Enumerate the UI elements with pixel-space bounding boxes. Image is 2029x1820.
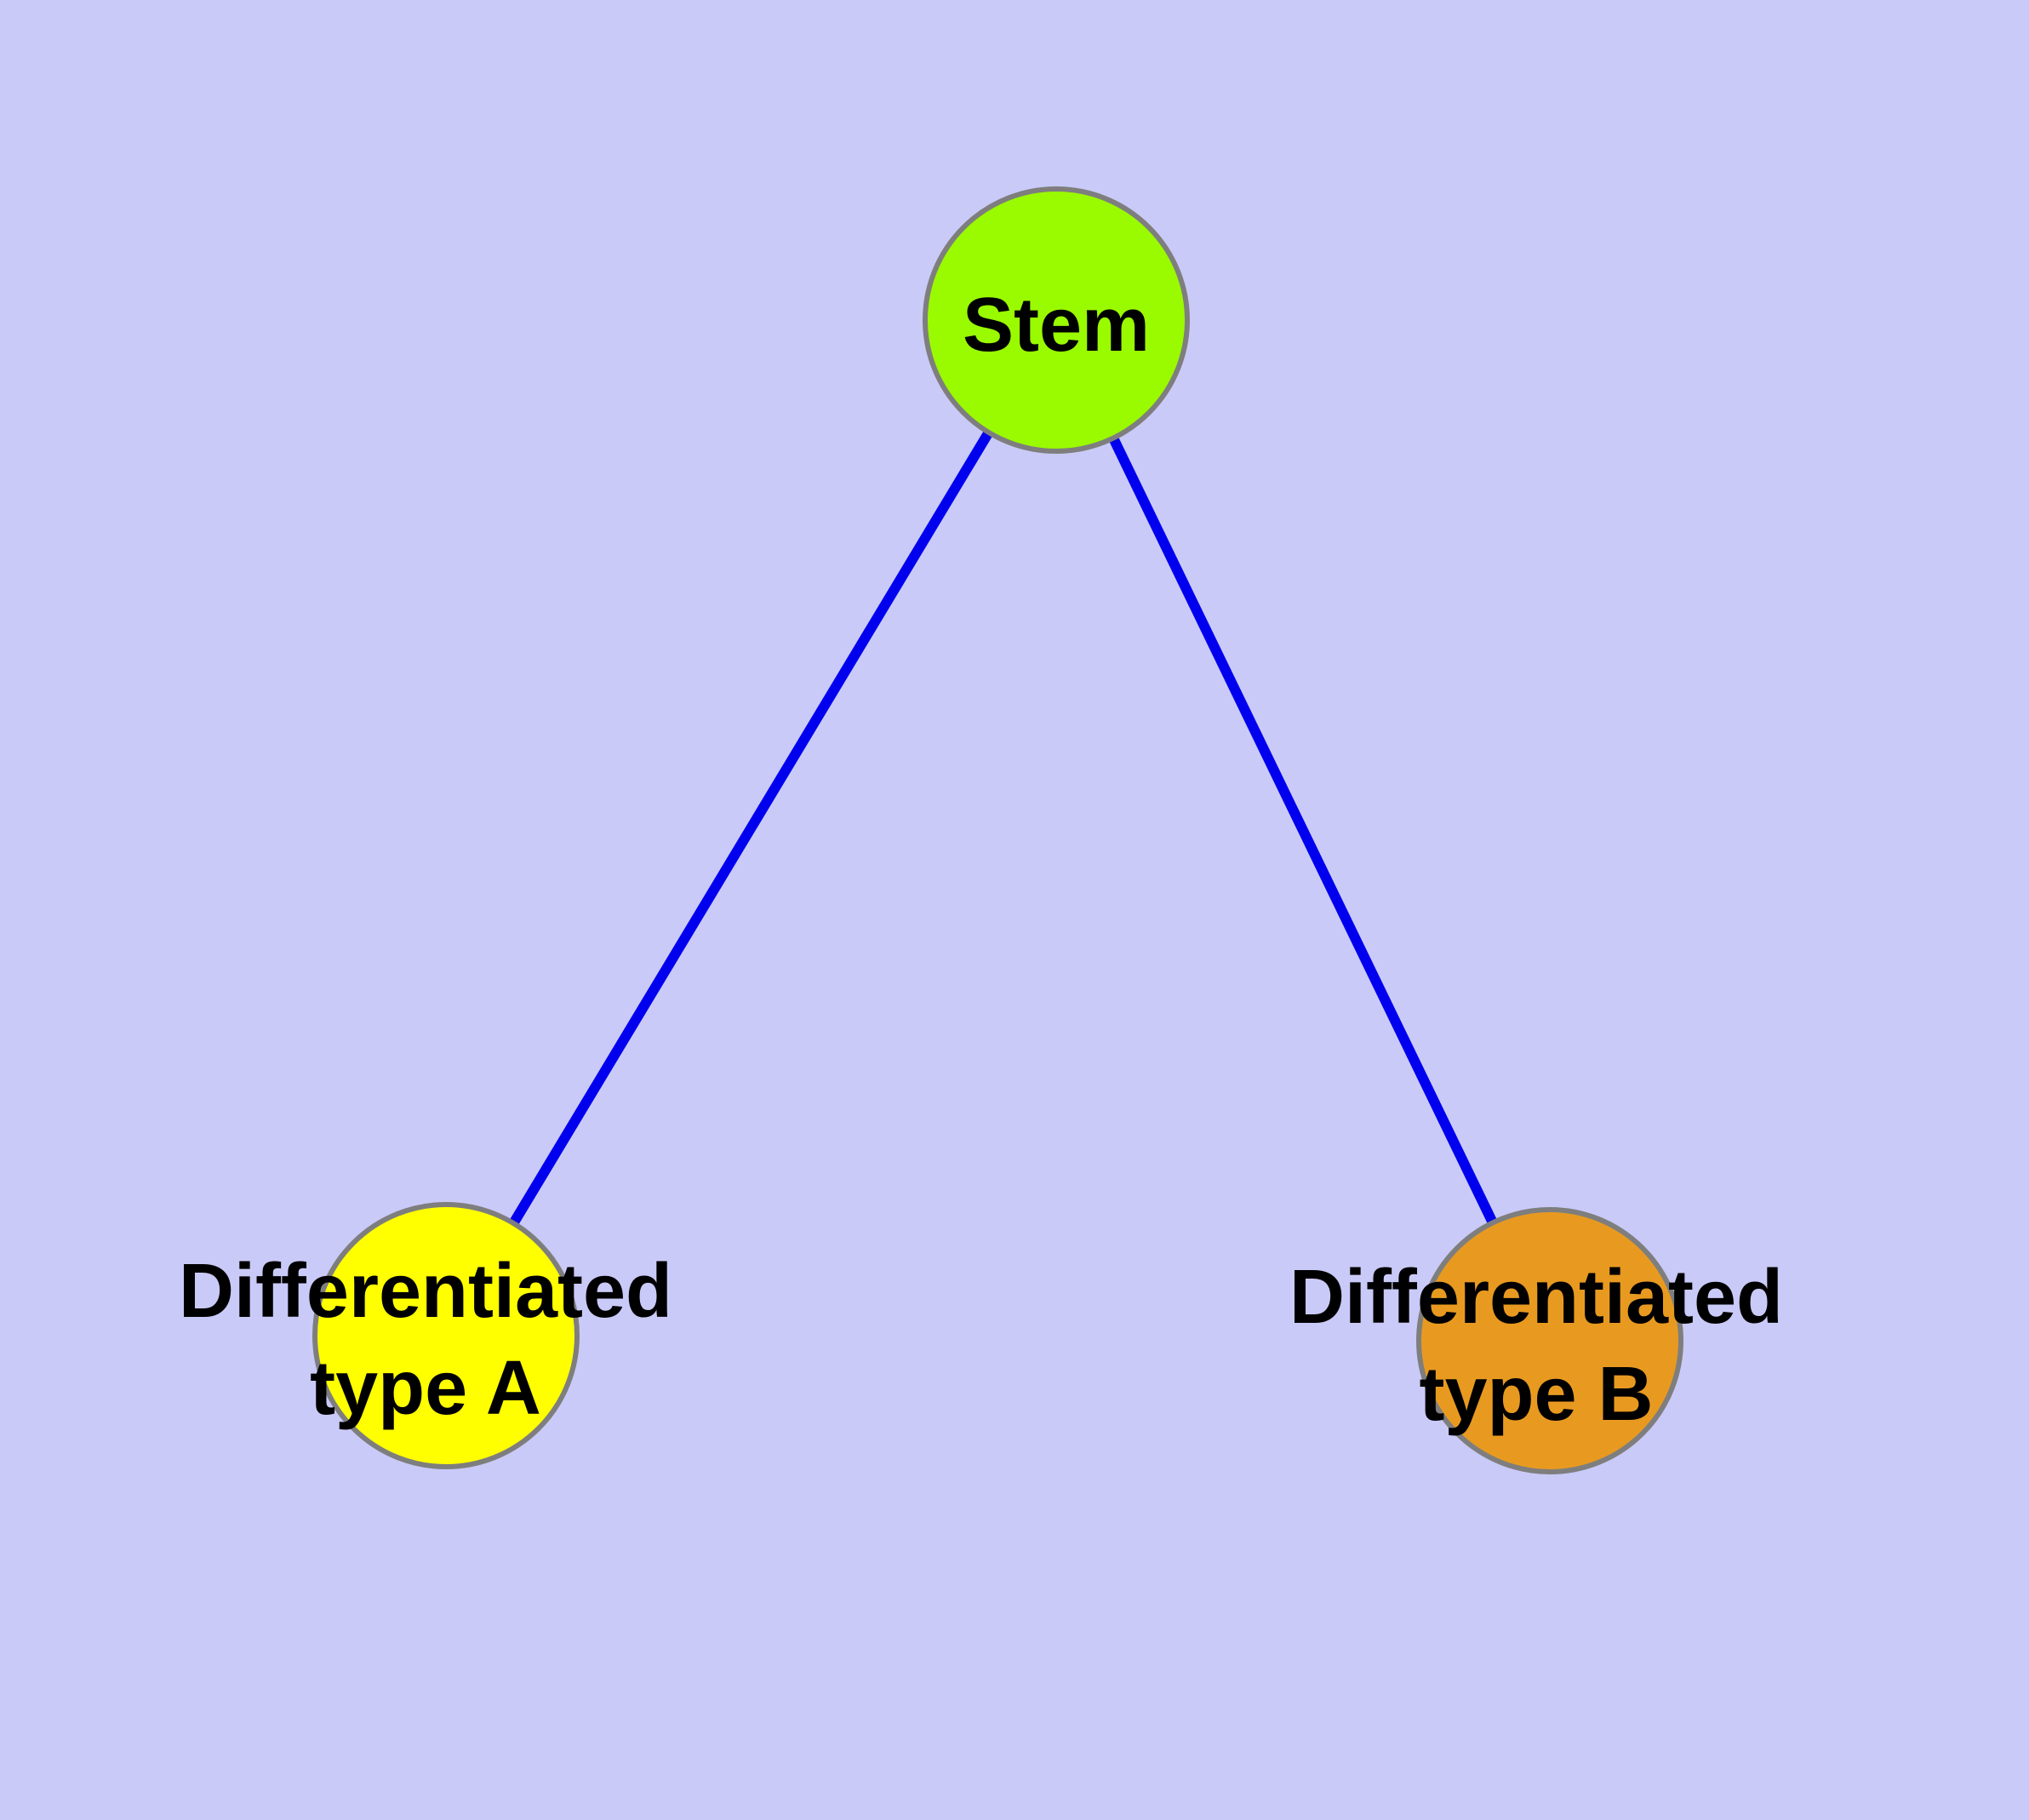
node-typeA-label-line1: Differentiated (179, 1249, 672, 1334)
node-typeA-label-line2: type A (310, 1346, 541, 1431)
edge-stem-to-typeA (441, 317, 1061, 1339)
node-typeB-label-line1: Differentiated (1289, 1255, 1783, 1340)
node-stem: Stem (923, 186, 1190, 454)
node-differentiated-type-b: Differentiated type B (1289, 1207, 1783, 1474)
node-stem-label: Stem (963, 283, 1150, 368)
node-typeA-circle (312, 1202, 580, 1469)
edge-layer (441, 317, 1555, 1343)
node-typeB-label-line2: type B (1419, 1352, 1653, 1437)
node-differentiated-type-a: Differentiated type A (179, 1202, 672, 1469)
edge-stem-to-typeB (1051, 318, 1555, 1343)
node-stem-circle (923, 186, 1190, 454)
node-typeB-circle (1416, 1207, 1683, 1474)
